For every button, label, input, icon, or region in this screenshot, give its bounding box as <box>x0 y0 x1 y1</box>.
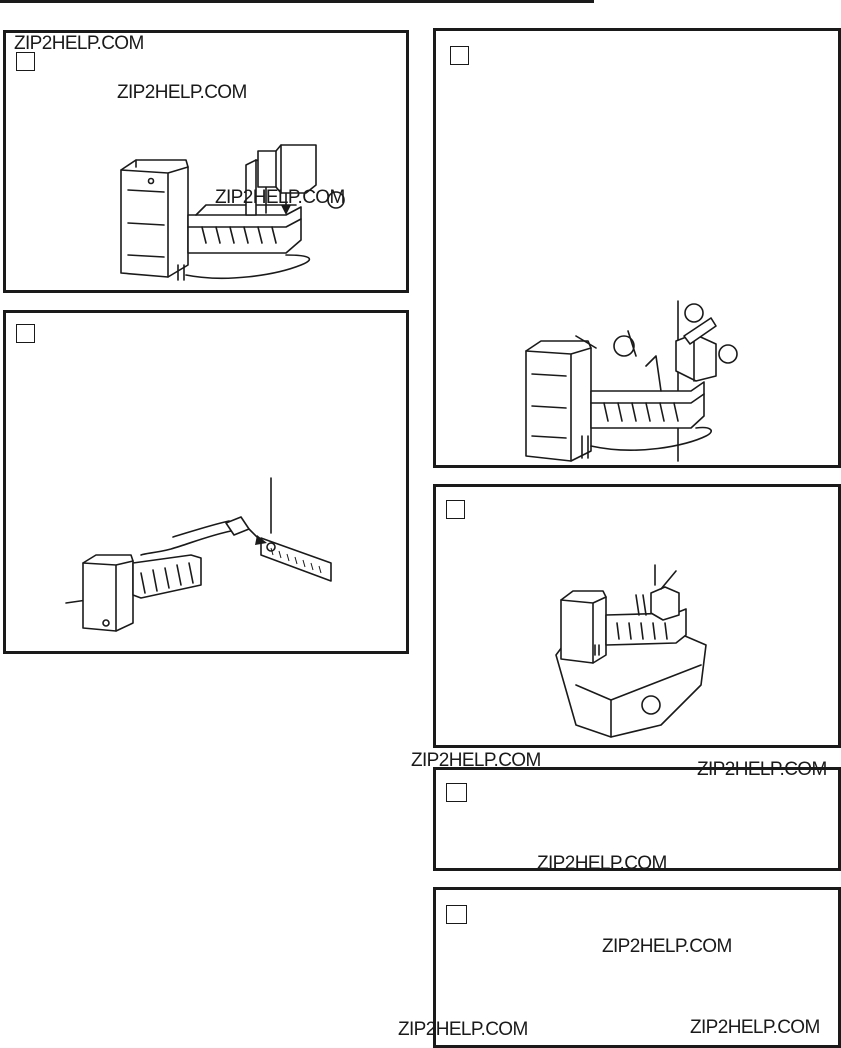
icemaker-harness-illustration <box>65 477 332 632</box>
step-number-box <box>446 783 467 802</box>
instruction-panel-5 <box>433 767 841 871</box>
icemaker-bracket-illustration <box>120 144 345 281</box>
step-number-box <box>450 46 469 65</box>
top-rule <box>0 0 594 3</box>
watermark: ZIP2HELP.COM <box>215 187 345 208</box>
instruction-panel-2 <box>3 310 409 654</box>
watermark: ZIP2HELP.COM <box>398 1019 528 1040</box>
watermark: ZIP2HELP.COM <box>411 750 541 771</box>
step-number-box <box>446 905 467 924</box>
watermark: ZIP2HELP.COM <box>697 759 827 780</box>
watermark: ZIP2HELP.COM <box>537 853 667 874</box>
step-number-box <box>16 324 35 343</box>
watermark: ZIP2HELP.COM <box>14 33 144 54</box>
watermark: ZIP2HELP.COM <box>117 82 247 103</box>
watermark: ZIP2HELP.COM <box>690 1017 820 1038</box>
icemaker-mounting-illustration <box>525 300 738 462</box>
instruction-panel-1 <box>3 30 409 293</box>
step-number-box <box>446 500 465 519</box>
watermark: ZIP2HELP.COM <box>602 936 732 957</box>
icemaker-bucket-illustration <box>555 564 707 738</box>
instruction-panel-3 <box>433 28 841 468</box>
instruction-panel-4 <box>433 484 841 748</box>
step-number-box <box>16 52 35 71</box>
instruction-panel-6 <box>433 887 841 1048</box>
